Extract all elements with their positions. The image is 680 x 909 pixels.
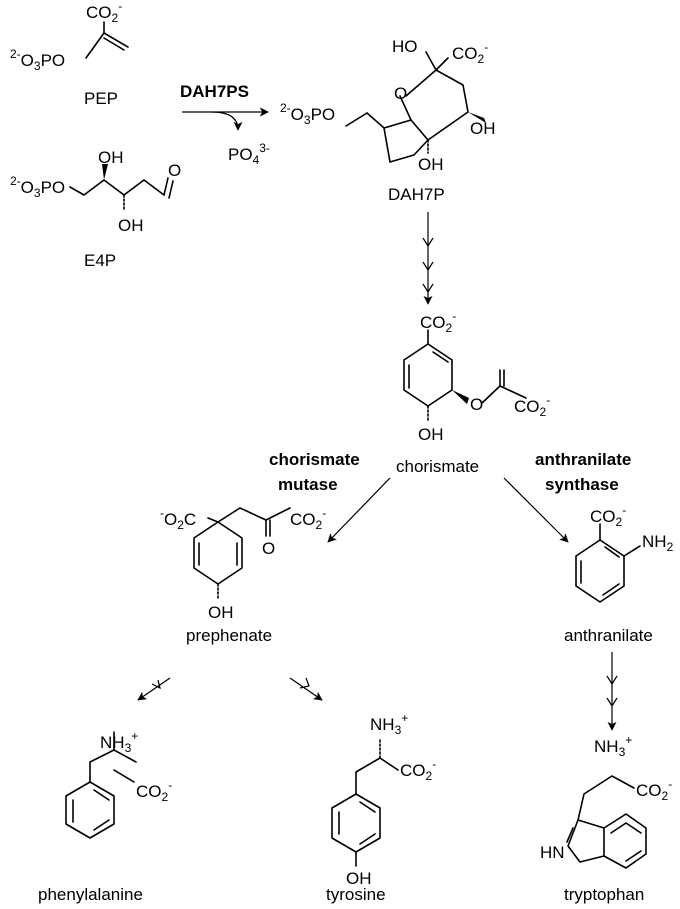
e4p-phosphate-label: 2-O3PO xyxy=(10,174,65,200)
tyrosine-oh-label: OH xyxy=(346,869,372,888)
phenylalanine-ammonium-label: NH3+ xyxy=(100,729,138,755)
dah7p-phosphate-label: 2-O3PO xyxy=(280,101,335,127)
prephenate-side-carboxylate-label: CO2- xyxy=(290,506,326,532)
dah7p-oh-label: OH xyxy=(470,119,496,138)
tryptophan-name: tryptophan xyxy=(564,885,644,904)
dah7p-name: DAH7P xyxy=(388,185,445,204)
prephenate-structure: -O2C CO2- O OH prephenate xyxy=(160,506,326,645)
prephenate-keto-o-label: O xyxy=(262,539,275,558)
phosphate-release-arrow xyxy=(211,111,243,131)
prephenate-name: prephenate xyxy=(186,626,272,645)
e4p-structure: 2-O3PO OH OH O E4P xyxy=(10,148,181,270)
multistep-arrow-to-tryptophan xyxy=(606,652,618,731)
anthranilate-synthase-arrow xyxy=(503,477,569,543)
e4p-oh-label: OH xyxy=(118,216,144,235)
tyrosine-name: tyrosine xyxy=(326,885,386,904)
phenylalanine-name: phenylalanine xyxy=(38,885,143,904)
e4p-oh-label: OH xyxy=(98,148,124,167)
pep-name: PEP xyxy=(84,89,118,108)
prephenate-carboxylate-label: -O2C xyxy=(160,506,196,532)
anthranilate-synthase-reaction: anthranilate synthase xyxy=(503,450,631,543)
tyrosine-structure: NH3+ CO2- OH tyrosine xyxy=(326,711,436,904)
tyrosine-carboxylate-label: CO2- xyxy=(400,757,436,783)
dah7p-ring-oxygen-label: O xyxy=(394,84,407,103)
chorismate-mutase-label-line2: mutase xyxy=(278,475,338,494)
chorismate-carboxylate-label: CO2- xyxy=(420,309,456,335)
chorismate-oh-label: OH xyxy=(418,425,444,444)
dah7ps-reaction: DAH7PS PO43- xyxy=(180,82,270,167)
anthranilate-structure: CO2- NH2 anthranilate xyxy=(564,503,674,645)
prephenate-oh-label: OH xyxy=(208,603,234,622)
e4p-name: E4P xyxy=(84,251,116,270)
tryptophan-carboxylate-label: CO2- xyxy=(636,777,672,803)
dah7p-oh-label: OH xyxy=(418,155,444,174)
chorismate-mutase-label-line1: chorismate xyxy=(269,450,360,469)
chorismate-structure: CO2- OH O CO2- chorismate xyxy=(396,309,550,476)
chorismate-mutase-reaction: chorismate mutase xyxy=(269,450,391,543)
e4p-wedge-bond xyxy=(102,164,108,180)
tyrosine-ammonium-label: NH3+ xyxy=(370,711,408,737)
anthranilate-carboxylate-label: CO2- xyxy=(590,503,626,529)
tryptophan-structure: NH3+ CO2- HN tryptophan xyxy=(540,733,672,904)
anthranilate-name: anthranilate xyxy=(564,626,653,645)
pep-carboxylate-label: CO2- xyxy=(86,0,122,25)
anthranilate-amine-label: NH2 xyxy=(642,532,674,554)
pep-structure: CO2- 2-O3PO PEP xyxy=(10,0,129,108)
phenylalanine-structure: NH3+ CO2- phenylalanine xyxy=(38,729,172,904)
phenylalanine-carboxylate-label: CO2- xyxy=(136,778,172,804)
dah7p-hydroxyl-label: HO xyxy=(392,37,418,56)
chorismate-side-carboxylate-label: CO2- xyxy=(514,393,550,419)
phosphate-byproduct-label: PO43- xyxy=(228,141,270,167)
chorismate-ether-o-label: O xyxy=(470,395,483,414)
tryptophan-ammonium-label: NH3+ xyxy=(594,733,632,759)
multistep-arrow-to-phenylalanine xyxy=(137,677,171,701)
chorismate-mutase-arrow xyxy=(327,477,391,543)
dah7p-carboxylate-label: CO2- xyxy=(452,40,488,66)
tryptophan-indole-nh-label: HN xyxy=(540,843,565,862)
anthranilate-synthase-label-line1: anthranilate xyxy=(535,450,631,469)
dah7p-structure: 2-O3PO O HO CO2- OH OH DAH7P xyxy=(280,37,496,204)
anthranilate-synthase-label-line2: synthase xyxy=(545,475,619,494)
dah7ps-enzyme-label: DAH7PS xyxy=(180,82,249,101)
multistep-arrow-to-chorismate xyxy=(422,212,434,305)
multistep-arrow-to-tyrosine xyxy=(289,677,323,701)
pep-phosphate-label: 2-O3PO xyxy=(10,47,65,73)
chorismate-name: chorismate xyxy=(396,457,479,476)
e4p-aldehyde-o-label: O xyxy=(168,161,181,180)
